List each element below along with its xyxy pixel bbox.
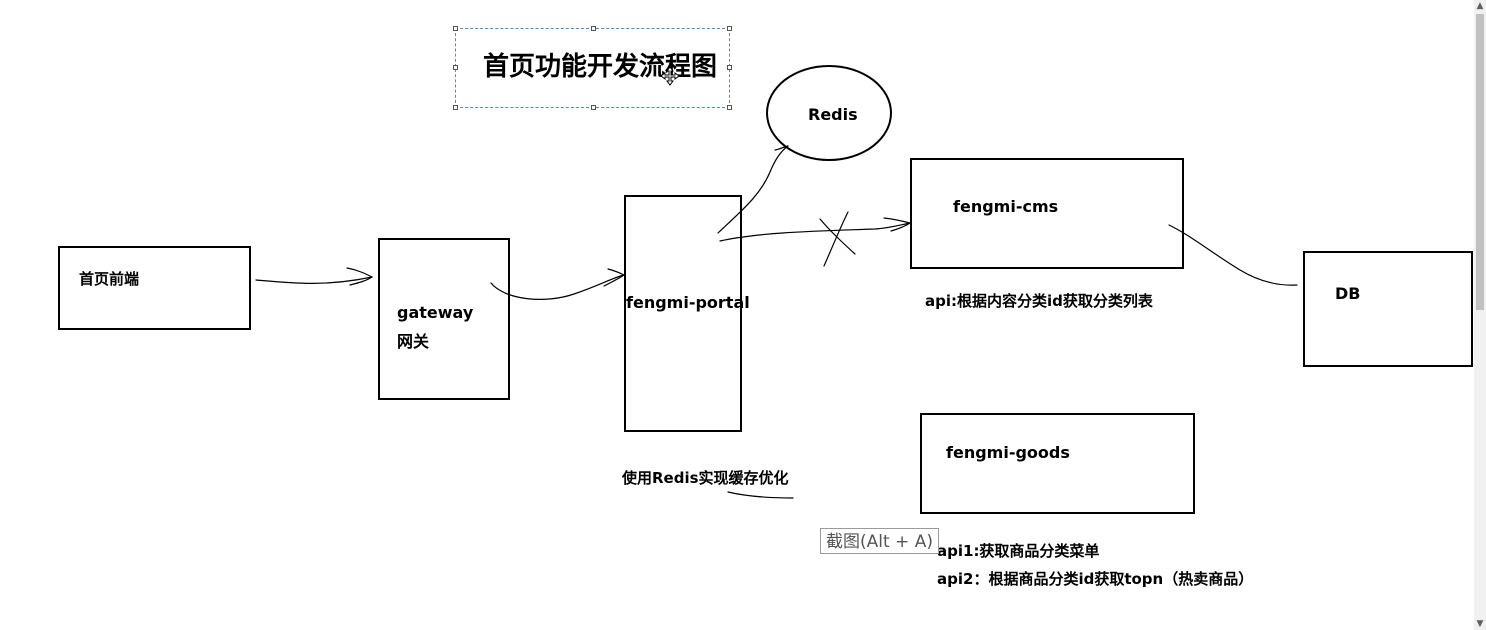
cms-label: fengmi-cms <box>953 197 1059 216</box>
resize-handle[interactable] <box>453 105 458 110</box>
cross-mark <box>819 218 856 255</box>
redis-node[interactable]: Redis <box>766 65 892 161</box>
db-label: DB <box>1335 284 1361 303</box>
arrow-cms-db <box>1168 224 1298 286</box>
arrow-portal-cms <box>719 222 911 242</box>
move-cursor-icon <box>660 66 680 86</box>
chevron-up-icon[interactable]: ▲ <box>1476 1 1484 11</box>
resize-handle[interactable] <box>727 26 732 31</box>
portal-node[interactable]: fengmi-portal <box>624 195 750 432</box>
gateway-node[interactable]: gateway 网关 <box>378 238 510 400</box>
arrow-head <box>346 267 374 286</box>
portal-cache-note[interactable]: 使用Redis实现缓存优化 <box>622 469 789 487</box>
title-selection-frame[interactable] <box>453 26 732 110</box>
screenshot-tooltip: 截图(Alt + A) <box>820 528 939 554</box>
resize-handle[interactable] <box>453 26 458 31</box>
arrow-gateway-portal <box>490 274 625 300</box>
arrow-head <box>883 217 912 232</box>
resize-handle[interactable] <box>591 26 596 31</box>
diagram-title[interactable]: 首页功能开发流程图 <box>483 52 718 82</box>
redis-label: Redis <box>808 105 858 124</box>
vertical-scrollbar[interactable]: ▲ ▼ <box>1474 0 1486 630</box>
resize-handle[interactable] <box>727 65 732 70</box>
gateway-sublabel: 网关 <box>397 332 430 351</box>
cms-node[interactable]: fengmi-cms <box>910 158 1184 269</box>
cms-api-note[interactable]: api:根据内容分类id获取分类列表 <box>925 292 1153 310</box>
portal-label: fengmi-portal <box>626 293 750 312</box>
goods-node[interactable]: fengmi-goods <box>920 413 1195 514</box>
goods-api2-note[interactable]: api2：根据商品分类id获取topn（热卖商品） <box>937 570 1254 588</box>
resize-handle[interactable] <box>453 65 458 70</box>
goods-label: fengmi-goods <box>946 443 1070 462</box>
frontend-node[interactable]: 首页前端 <box>58 246 251 330</box>
frontend-label: 首页前端 <box>79 270 140 288</box>
resize-handle[interactable] <box>591 105 596 110</box>
arrow-head <box>603 268 626 287</box>
arrow-frontend-gateway <box>255 276 373 284</box>
cache-underline <box>727 491 794 499</box>
db-node[interactable]: DB <box>1303 251 1473 367</box>
goods-api1-note[interactable]: api1:获取商品分类菜单 <box>937 542 1100 560</box>
gateway-label: gateway <box>397 303 474 322</box>
cross-mark <box>823 211 849 267</box>
chevron-down-icon[interactable]: ▼ <box>1476 619 1484 629</box>
resize-handle[interactable] <box>727 105 732 110</box>
scrollbar-thumb[interactable] <box>1476 14 1484 310</box>
